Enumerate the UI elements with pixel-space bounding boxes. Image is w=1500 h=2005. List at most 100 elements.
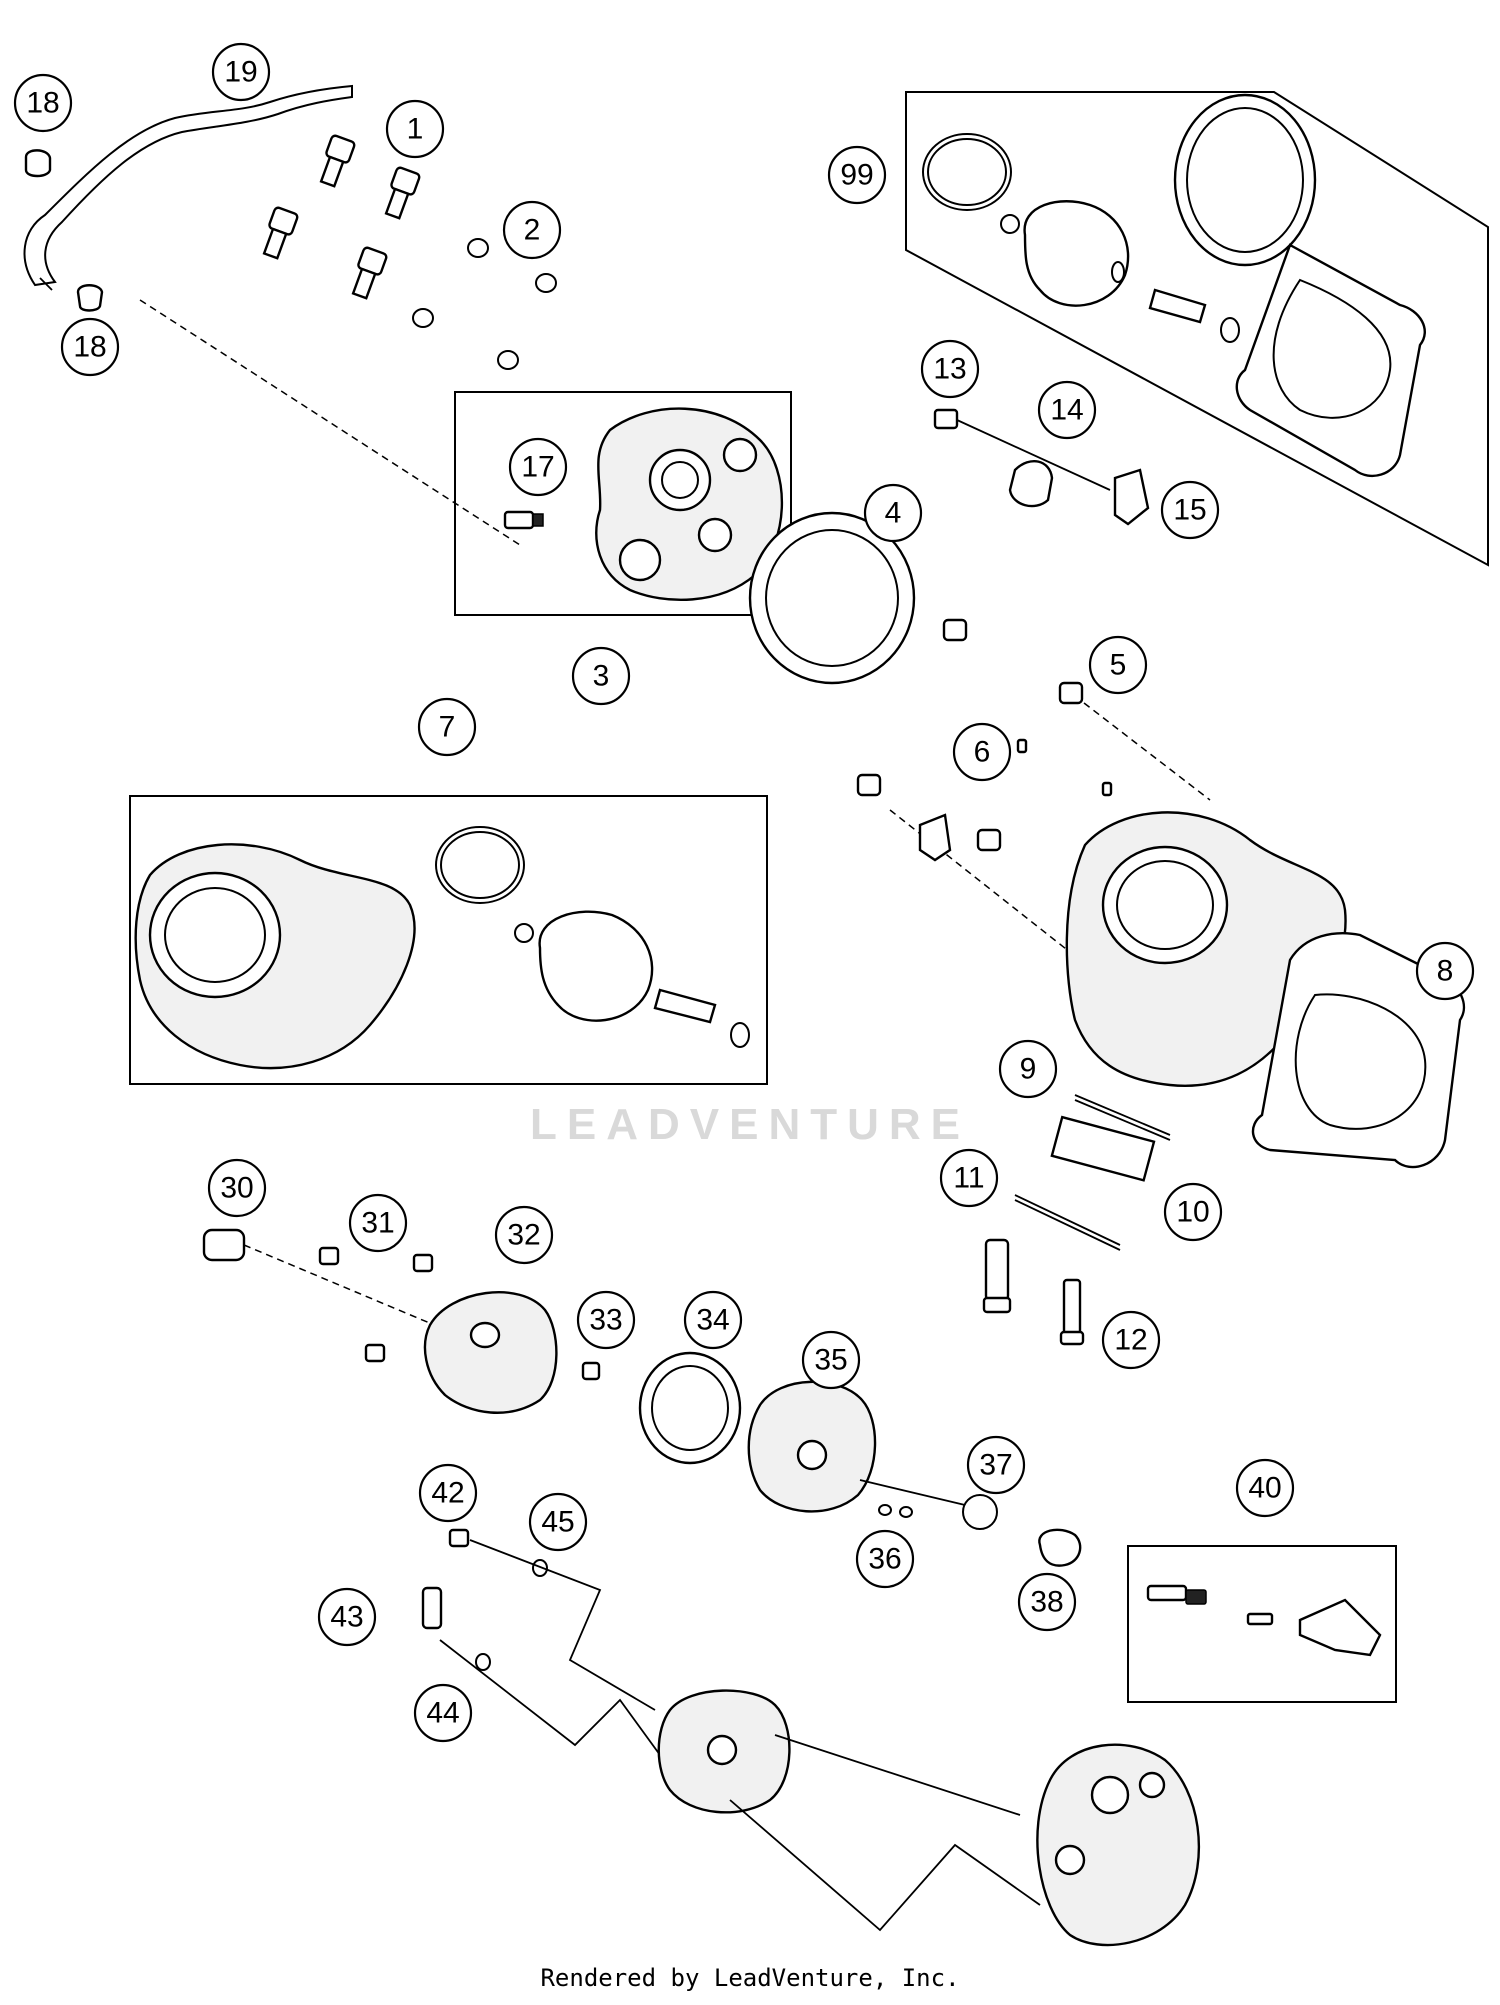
callout-13: 13 — [920, 339, 980, 399]
sealing-washers — [412, 238, 557, 370]
callout-number: 2 — [524, 214, 541, 247]
kit-7-box — [129, 795, 768, 1085]
cylinder-main — [889, 702, 1347, 1087]
callout-number: 15 — [1173, 494, 1206, 527]
callout-circle — [1101, 1310, 1161, 1370]
callout-44: 44 — [413, 1683, 473, 1743]
hose-clamp-18-bottom — [76, 284, 104, 312]
coolant-hose — [23, 84, 353, 291]
callout-number: 1 — [407, 113, 424, 146]
callout-circle — [413, 1683, 473, 1743]
callout-number: 6 — [974, 736, 991, 769]
callout-6: 6 — [952, 722, 1012, 782]
callout-number: 99 — [840, 159, 873, 192]
kit-40-box — [1127, 1545, 1397, 1703]
callout-42: 42 — [418, 1463, 478, 1523]
callout-number: 38 — [1030, 1586, 1063, 1619]
callout-number: 43 — [330, 1601, 363, 1634]
callout-number: 12 — [1114, 1324, 1147, 1357]
cylinder-head-kit — [139, 299, 784, 602]
callout-9: 9 — [998, 1039, 1058, 1099]
callout-number: 45 — [541, 1506, 574, 1539]
callout-5: 5 — [1088, 635, 1148, 695]
reed-and-pins — [982, 1094, 1171, 1346]
kit-40-parts — [1146, 1584, 1382, 1657]
callout-number: 14 — [1050, 394, 1083, 427]
callout-number: 9 — [1020, 1053, 1037, 1086]
cylinder-kit-7 — [134, 826, 750, 1070]
callout-number: 44 — [426, 1697, 459, 1730]
callout-14: 14 — [1037, 380, 1097, 440]
callout-number: 33 — [589, 1304, 622, 1337]
callout-circle — [966, 1435, 1026, 1495]
lower-cover-assembly — [421, 1528, 1201, 1947]
watermark: LEADVENTURE — [529, 1100, 971, 1149]
callout-circle — [863, 483, 923, 543]
callout-circle — [1017, 1572, 1077, 1632]
callout-37: 37 — [966, 1435, 1026, 1495]
callout-2: 2 — [502, 200, 562, 260]
kit-99-parts — [922, 93, 1426, 478]
callout-circle — [1160, 480, 1220, 540]
callout-circle — [1235, 1458, 1295, 1518]
callout-number: 37 — [979, 1449, 1012, 1482]
callout-40: 40 — [1235, 1458, 1295, 1518]
callout-circle — [855, 1529, 915, 1589]
callout-circle — [576, 1290, 636, 1350]
callout-circle — [571, 646, 631, 706]
callout-number: 4 — [885, 497, 902, 530]
callout-circle — [417, 697, 477, 757]
callout-number: 7 — [439, 711, 456, 744]
callout-circle — [317, 1587, 377, 1647]
callout-10: 10 — [1163, 1182, 1223, 1242]
head-gasket — [748, 511, 916, 685]
callout-circle — [827, 145, 887, 205]
cylinder-head-bolts — [262, 134, 421, 300]
kit-99-box — [905, 91, 1489, 567]
callout-circle — [528, 1492, 588, 1552]
callout-3: 3 — [571, 646, 631, 706]
callout-18b: 18 — [60, 317, 120, 377]
callout-19: 19 — [211, 42, 271, 102]
cylinder-nuts — [856, 618, 1113, 852]
base-gasket — [1251, 932, 1466, 1169]
screw-13-clip-14-bracket-15 — [933, 408, 1150, 526]
callout-number: 35 — [814, 1344, 847, 1377]
callout-38: 38 — [1017, 1572, 1077, 1632]
callout-15: 15 — [1160, 480, 1220, 540]
callout-11: 11 — [939, 1148, 999, 1208]
callout-17: 17 — [508, 437, 568, 497]
callout-45: 45 — [528, 1492, 588, 1552]
callout-circle — [939, 1148, 999, 1208]
callout-circle — [920, 339, 980, 399]
callout-circle — [348, 1193, 408, 1253]
callout-43: 43 — [317, 1587, 377, 1647]
callout-number: 40 — [1248, 1472, 1281, 1505]
callout-number: 10 — [1176, 1196, 1209, 1229]
callout-1: 1 — [385, 99, 445, 159]
callout-circle — [1088, 635, 1148, 695]
callout-number: 13 — [933, 353, 966, 386]
callout-circle — [13, 73, 73, 133]
callout-number: 18 — [73, 331, 106, 364]
callout-circle — [1037, 380, 1097, 440]
callout-number: 18 — [26, 87, 59, 120]
callout-4: 4 — [863, 483, 923, 543]
callout-circle — [1415, 941, 1475, 1001]
callout-circle — [494, 1205, 554, 1265]
callout-number: 34 — [696, 1304, 729, 1337]
callout-circle — [502, 200, 562, 260]
callout-32: 32 — [494, 1205, 554, 1265]
callout-number: 5 — [1110, 649, 1127, 682]
callout-number: 42 — [431, 1477, 464, 1510]
callout-34: 34 — [683, 1290, 743, 1350]
callout-circle — [385, 99, 445, 159]
callout-circle — [801, 1330, 861, 1390]
callout-number: 11 — [953, 1162, 984, 1195]
callout-number: 32 — [507, 1219, 540, 1252]
callout-number: 31 — [361, 1207, 394, 1240]
callout-number: 8 — [1437, 955, 1454, 988]
callout-circle — [683, 1290, 743, 1350]
